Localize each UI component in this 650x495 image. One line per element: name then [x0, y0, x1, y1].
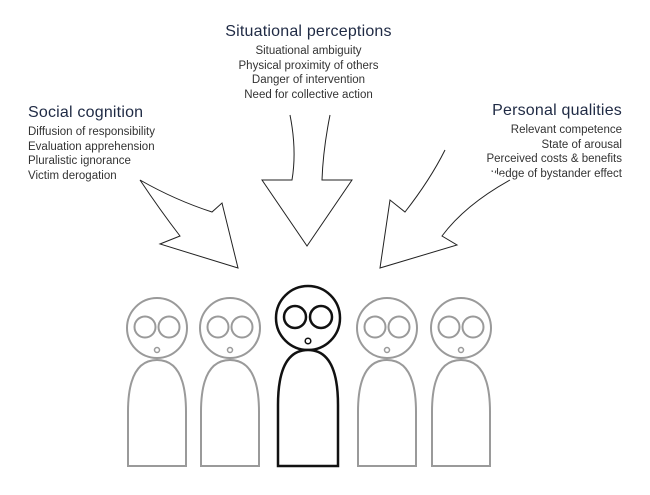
list-item: State of arousal: [541, 138, 622, 151]
list-item: Relevant competence: [510, 124, 622, 136]
list-item: Pluralistic ignorance: [28, 155, 131, 167]
list-item: Need for collective action: [244, 88, 373, 101]
situational-perceptions-group: Situational perceptions Situational ambi…: [0, 23, 617, 102]
bystander-figure: [356, 297, 418, 467]
social-cognition-title: Social cognition: [28, 104, 144, 121]
list-item: Victim derogation: [28, 169, 117, 182]
situational-perceptions-title: Situational perceptions: [225, 23, 392, 40]
situational-perceptions-list: Situational ambiguity Physical proximity…: [0, 44, 617, 102]
list-item: Physical proximity of others: [238, 59, 379, 72]
social-cognition-list: Diffusion of responsibility Evaluation a…: [28, 125, 155, 183]
personal-qualities-group: Personal qualities Relevant competence S…: [467, 102, 622, 181]
list-item: Danger of intervention: [251, 74, 366, 86]
list-item: Knowledge of bystander effect: [467, 167, 622, 180]
focal-person-figure: [274, 284, 342, 468]
personal-qualities-list: Relevant competence State of arousal Per…: [467, 123, 622, 181]
list-item: Perceived costs & benefits: [486, 153, 622, 165]
list-item: Situational ambiguity: [255, 45, 362, 57]
center-arrow-icon: [261, 114, 353, 247]
left-arrow-icon: [139, 179, 239, 269]
list-item: Diffusion of responsibility: [28, 126, 155, 138]
social-cognition-group: Social cognition Diffusion of responsibi…: [28, 104, 155, 183]
bystander-figure: [199, 297, 261, 467]
bystander-figure: [430, 297, 492, 467]
bystander-figure: [126, 297, 188, 467]
right-arrow-icon: [379, 149, 511, 269]
list-item: Evaluation apprehension: [28, 140, 155, 153]
personal-qualities-title: Personal qualities: [492, 102, 622, 119]
